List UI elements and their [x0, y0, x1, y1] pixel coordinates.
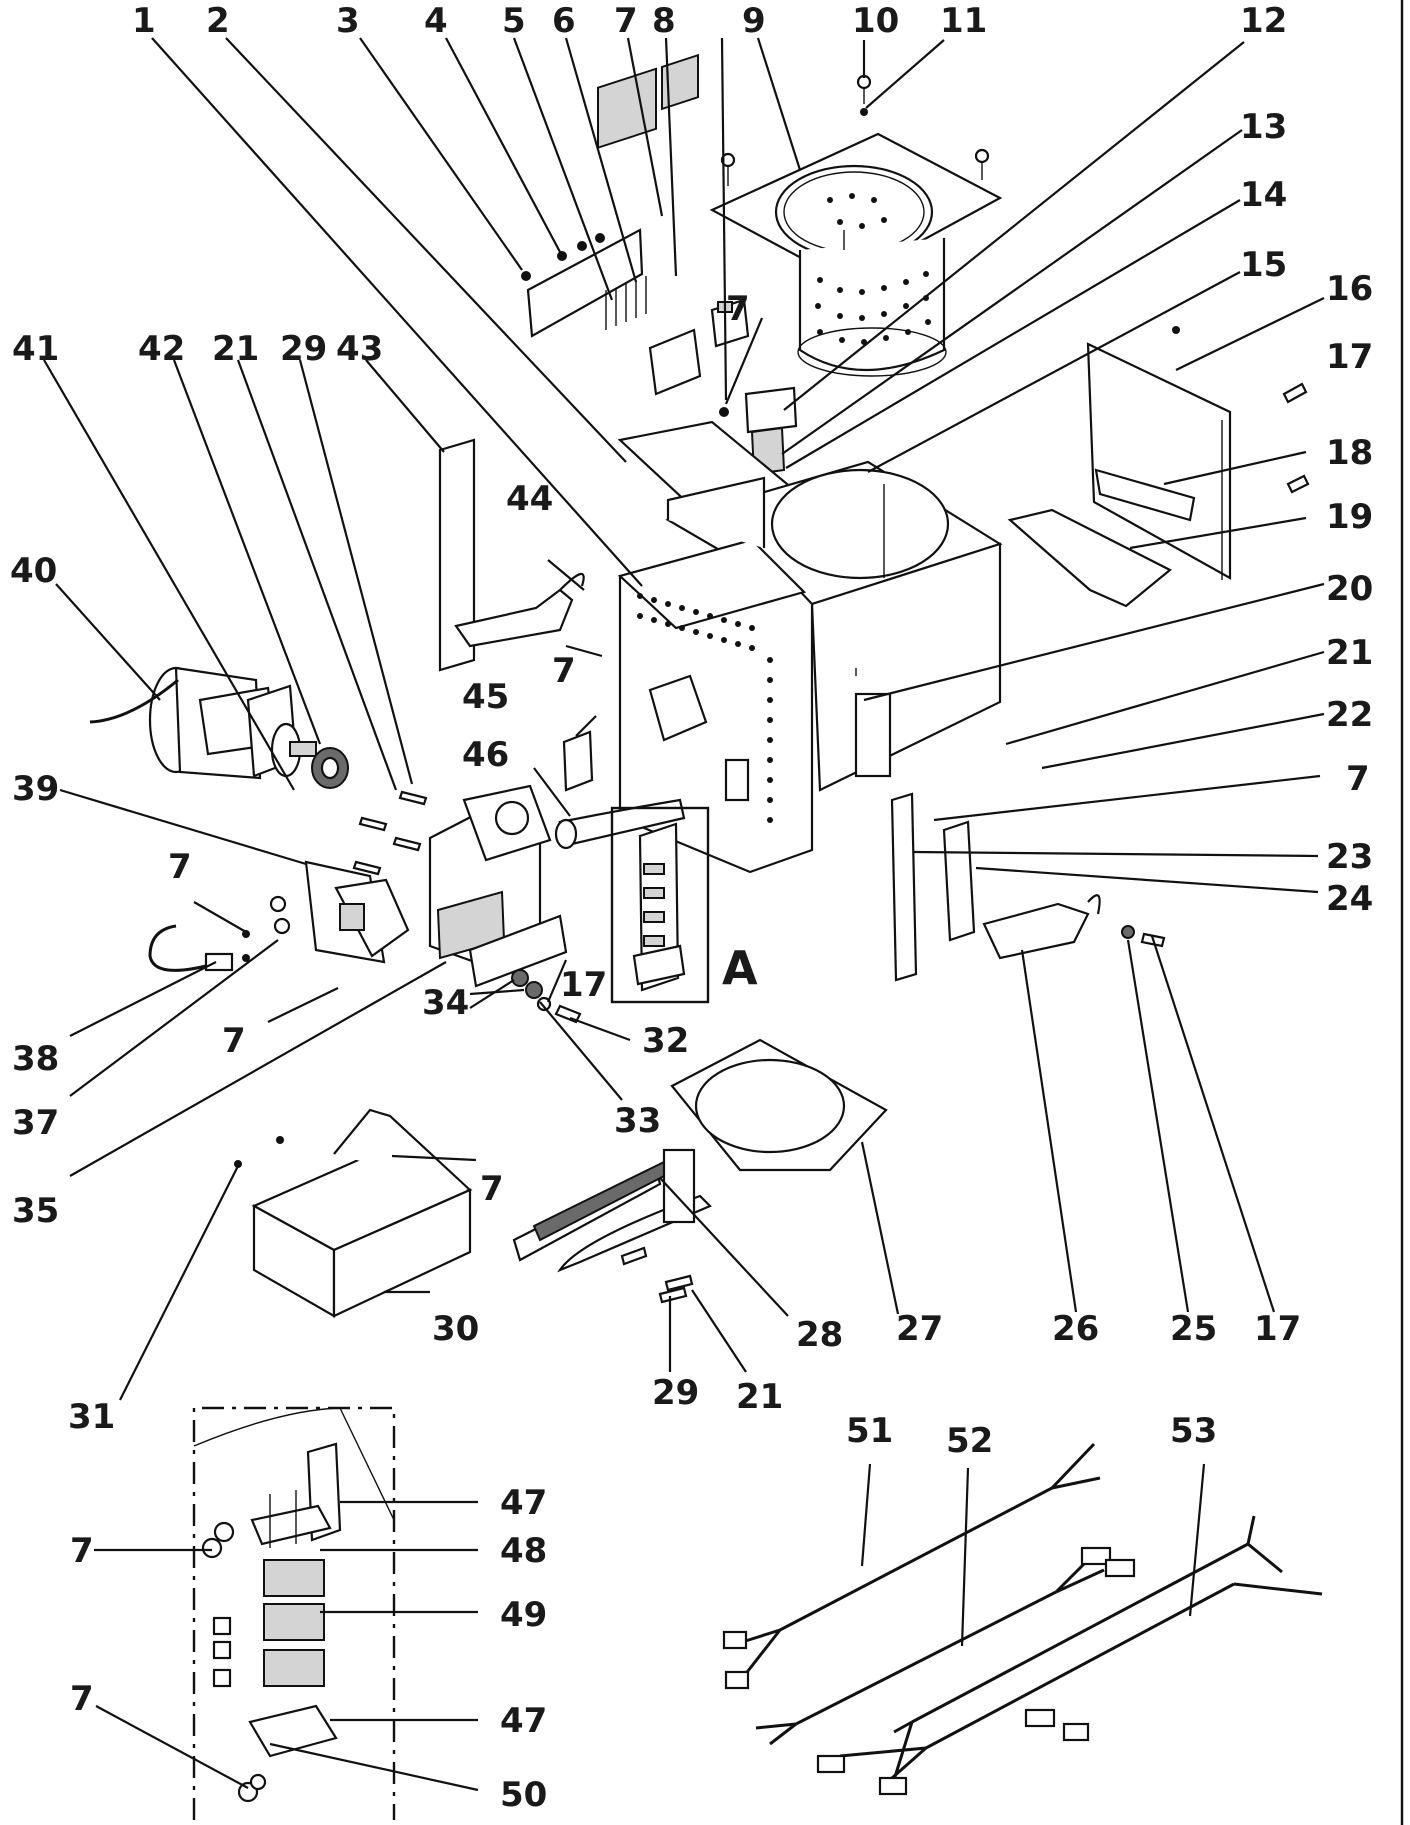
- top-plate-with-cylinder: [709, 74, 1003, 377]
- callout-43: 43: [336, 329, 383, 369]
- callout-2: 2: [206, 1, 230, 41]
- cable-53: [816, 1515, 1323, 1796]
- air-tube-46: [554, 798, 686, 850]
- fan-housing-30: [234, 1108, 473, 1318]
- screws-17-right: [1282, 382, 1310, 494]
- callout-40: 40: [10, 551, 57, 591]
- callout-14: 14: [1240, 175, 1287, 215]
- callout-41: 41: [12, 329, 59, 369]
- callout-27: 27: [896, 1309, 943, 1349]
- detail-a-frame: [610, 806, 710, 1004]
- callout-28: 28: [796, 1315, 843, 1355]
- burner-housing: [617, 460, 1003, 874]
- callout-37: 37: [12, 1103, 59, 1143]
- callout-7: 7: [614, 1, 638, 41]
- callout-21c: 21: [736, 1377, 783, 1417]
- callout-4: 4: [424, 1, 448, 41]
- callout-6: 6: [552, 1, 576, 41]
- callout-7i: 7: [70, 1679, 94, 1719]
- callout-22: 22: [1326, 695, 1373, 735]
- callout-31: 31: [68, 1397, 115, 1437]
- callout-1: 1: [132, 1, 156, 41]
- terminal-plate: [521, 228, 644, 338]
- callout-23: 23: [1326, 837, 1373, 877]
- callout-12: 12: [1240, 1, 1287, 41]
- motor-40: [89, 666, 317, 780]
- screws-28: [620, 1246, 694, 1304]
- callout-17c: 17: [1254, 1309, 1301, 1349]
- flange-27: [670, 1038, 888, 1172]
- callout-35: 35: [12, 1191, 59, 1231]
- callout-7g: 7: [480, 1169, 504, 1209]
- callout-21b: 21: [212, 329, 259, 369]
- callout-11: 11: [940, 1, 987, 41]
- callout-9: 9: [742, 1, 766, 41]
- callout-29: 29: [280, 329, 327, 369]
- screws-29-21-left: [352, 790, 428, 876]
- callout-34: 34: [422, 983, 469, 1023]
- callout-7d: 7: [552, 651, 576, 691]
- callout-21: 21: [1326, 633, 1373, 673]
- callout-7c: 7: [726, 289, 750, 329]
- callout-labels: 1 2 3 4 5 6 7 8 9 10 11 12 13 14 15 16 1…: [10, 1, 1373, 1815]
- callout-13: 13: [1240, 107, 1287, 147]
- callout-52: 52: [946, 1421, 993, 1461]
- callout-7b: 7: [1346, 759, 1370, 799]
- leader-lines: [43, 37, 1325, 1792]
- callout-48: 48: [500, 1531, 547, 1571]
- callout-30: 30: [432, 1309, 479, 1349]
- callout-47b: 47: [500, 1701, 547, 1741]
- callout-20: 20: [1326, 569, 1373, 609]
- vertical-bracket-43: [438, 438, 585, 672]
- callout-38: 38: [12, 1039, 59, 1079]
- callout-10: 10: [852, 1, 899, 41]
- callout-44: 44: [506, 479, 553, 519]
- callout-17: 17: [1326, 337, 1373, 377]
- callout-53: 53: [1170, 1411, 1217, 1451]
- callout-24: 24: [1326, 879, 1373, 919]
- callout-5: 5: [502, 1, 526, 41]
- callout-16: 16: [1326, 269, 1373, 309]
- terminal-blocks: [597, 53, 699, 330]
- callout-17b: 17: [560, 965, 607, 1005]
- flange-plate-39: [304, 860, 410, 964]
- callout-42: 42: [138, 329, 185, 369]
- callout-33: 33: [614, 1101, 661, 1141]
- callout-8: 8: [652, 1, 676, 41]
- bracket-24-26: [942, 820, 1101, 960]
- callout-51: 51: [846, 1411, 893, 1451]
- callout-25: 25: [1170, 1309, 1217, 1349]
- callout-45: 45: [462, 677, 509, 717]
- relay-modules: [648, 298, 750, 396]
- detail-a-expanded: [192, 1406, 396, 1820]
- bracket-45: [562, 730, 594, 792]
- callout-47: 47: [500, 1483, 547, 1523]
- callout-46: 46: [462, 735, 509, 775]
- callout-32: 32: [642, 1021, 689, 1061]
- callout-49: 49: [500, 1595, 547, 1635]
- callout-3: 3: [336, 1, 360, 41]
- cable-52: [755, 1546, 1136, 1746]
- callout-50: 50: [500, 1775, 547, 1815]
- callout-19: 19: [1326, 497, 1373, 537]
- bushings-34: [511, 969, 582, 1024]
- side-cover: [1007, 326, 1232, 608]
- blast-tube-28: [512, 1148, 712, 1273]
- callout-7f: 7: [222, 1021, 246, 1061]
- callout-26: 26: [1052, 1309, 1099, 1349]
- detail-label-a: A: [722, 941, 758, 995]
- callout-39: 39: [12, 769, 59, 809]
- callout-7h: 7: [70, 1531, 94, 1571]
- coupling-42: [311, 747, 349, 789]
- callout-29b: 29: [652, 1373, 699, 1413]
- gasket-23: [890, 792, 918, 982]
- cable-51: [722, 1442, 1101, 1690]
- ignition-cable-38: [148, 895, 291, 972]
- callout-7e: 7: [168, 847, 192, 887]
- callout-18: 18: [1326, 433, 1373, 473]
- air-duct-assembly: [428, 784, 568, 988]
- callout-15: 15: [1240, 245, 1287, 285]
